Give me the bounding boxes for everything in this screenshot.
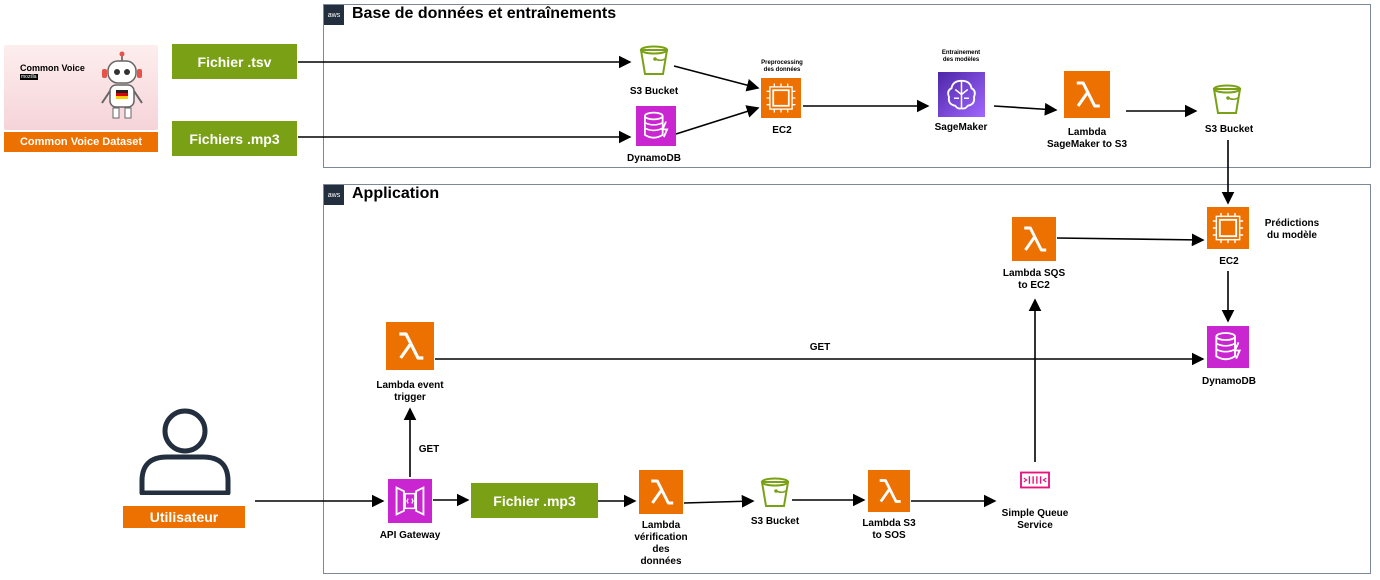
arrow-lambda-to-s3-app (683, 494, 755, 508)
common-voice-image: Common Voice mozilla (4, 45, 158, 130)
dynamodb-label-1: DynamoDB (627, 153, 681, 164)
lambda-s3-label: Lambda S3 to SOS (862, 518, 916, 541)
lambda-event-label: Lambda event trigger (376, 380, 444, 403)
arrow-lambda-sqs-to-ec2 (1056, 233, 1205, 247)
aws-logo-icon: aws (324, 185, 344, 205)
predictions-note: Prédictions du modèle (1264, 218, 1320, 241)
sagemaker-label: SageMaker (934, 122, 988, 133)
robot-icon (101, 51, 143, 119)
sqs-icon (1018, 466, 1052, 494)
ec2-label-2: EC2 (1219, 256, 1239, 267)
api-gateway-label: API Gateway (379, 530, 441, 541)
application-group: aws Application (323, 184, 1371, 574)
ec2-label-1: EC2 (772, 125, 792, 136)
arrow-dynamodb-to-ec2 (675, 105, 760, 135)
s3-bucket-icon (757, 474, 793, 510)
lambda-icon (868, 470, 910, 512)
lambda-sagemaker-label: Lambda SageMaker to S3 (1046, 127, 1128, 150)
ec2-icon (1207, 207, 1249, 249)
preprocessing-note: Preprocessing des données (761, 60, 803, 73)
dataset-logo-sub: mozilla (20, 74, 38, 80)
dynamodb-icon (636, 106, 676, 146)
sqs-label: Simple Queue Service (1001, 508, 1069, 531)
dataset-label: Common Voice Dataset (4, 132, 158, 152)
s3-bucket-icon (636, 42, 672, 78)
lambda-verification-label: Lambda vérification des données (634, 520, 688, 567)
fichier-mp3-box: Fichier .mp3 (471, 483, 598, 518)
api-gateway-icon (388, 479, 432, 523)
s3-bucket-label-1: S3 Bucket (629, 86, 679, 97)
s3-bucket-icon (1209, 81, 1245, 117)
fichier-tsv-box: Fichier .tsv (172, 44, 297, 79)
lambda-icon (386, 322, 434, 370)
training-group-title: Base de données et entraînements (352, 5, 617, 22)
fichiers-mp3-box: Fichiers .mp3 (172, 121, 297, 156)
get-label-left: GET (418, 444, 440, 455)
lambda-sqs-label: Lambda SQS to EC2 (1002, 268, 1066, 291)
application-group-title: Application (352, 185, 440, 202)
dataset-logo-text: Common Voice (20, 63, 85, 73)
arrow-sagemaker-to-lambda (993, 102, 1058, 116)
training-note: Entrainement des modèles (941, 50, 981, 63)
dynamodb-icon (1207, 326, 1249, 368)
aws-logo-icon: aws (324, 5, 344, 25)
user-label: Utilisateur (123, 506, 245, 528)
arrow-s3-to-ec2 (673, 65, 760, 92)
lambda-icon (639, 470, 683, 514)
s3-bucket-label-2: S3 Bucket (1204, 124, 1254, 135)
user-icon (139, 408, 231, 495)
lambda-icon (1064, 71, 1110, 118)
sagemaker-icon (938, 72, 985, 117)
lambda-icon (1012, 217, 1056, 261)
get-label-top: GET (809, 342, 831, 353)
training-group: aws Base de données et entraînements (323, 4, 1371, 168)
ec2-icon (761, 78, 801, 118)
dynamodb-label-2: DynamoDB (1202, 376, 1256, 387)
s3-bucket-label-3: S3 Bucket (750, 516, 800, 527)
